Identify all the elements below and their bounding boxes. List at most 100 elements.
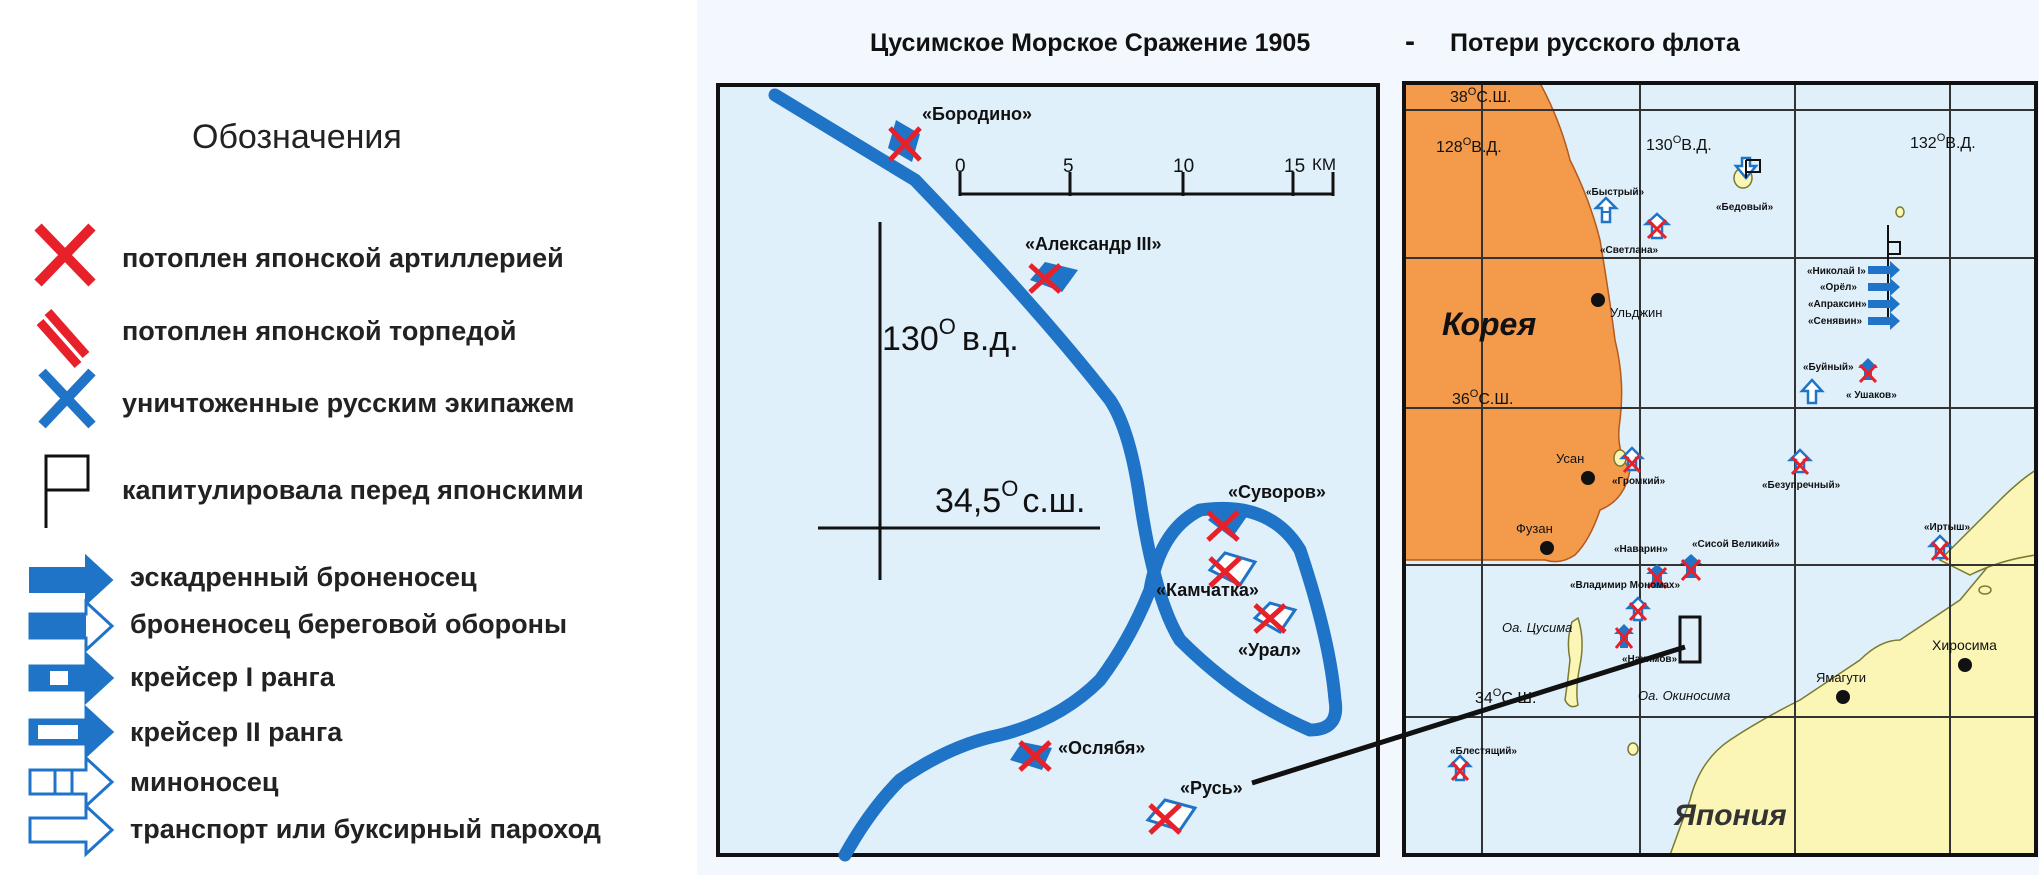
ship-label: «Светлана» — [1600, 245, 1659, 256]
detail-pointer-line — [1251, 644, 1686, 786]
legend-label: уничтоженные русским экипажем — [122, 388, 575, 418]
grid-label-lat38: 38OС.Ш. — [1450, 86, 1511, 106]
ship-monomakh: «Владимир Мономах» — [1570, 580, 1680, 622]
ship-kamchatka: «Камчатка» — [1156, 551, 1259, 600]
title-right: Потери русского флота — [1450, 29, 1741, 57]
ship-label: «Русь» — [1180, 778, 1243, 798]
ship-sisoy: «Сисой Великий» — [1680, 539, 1780, 582]
ship-label: «Громкий» — [1612, 476, 1666, 487]
cruiser-1-arrow-icon — [28, 650, 115, 706]
outline-arrow-icon — [28, 802, 115, 858]
ship-label: «Безупречный» — [1762, 480, 1841, 491]
ship-buyny: «Буйный» — [1799, 362, 1854, 405]
grid-label-lon130: 130OВ.Д. — [1646, 134, 1712, 154]
legend-title: Обозначения — [192, 118, 402, 156]
ship-label: «Апраксин» — [1808, 299, 1867, 310]
ship-label: «Владимир Мономах» — [1570, 580, 1680, 591]
red-cross-icon — [1614, 627, 1634, 649]
ship-column: «Николай I» «Орёл» «Апраксин» «Сенявин» — [1807, 225, 1901, 330]
region-japan: Япония — [1673, 799, 1787, 832]
ship-label: «Ослябя» — [1058, 738, 1145, 758]
city-label: Хиросима — [1932, 637, 1997, 653]
ship-label: «Сисой Великий» — [1692, 539, 1780, 550]
ship-label: «Наварин» — [1614, 544, 1668, 555]
ship-blestyashchy: «Блестящий» — [1446, 746, 1517, 782]
korea-landmass — [1404, 83, 1631, 563]
region-korea: Корея — [1442, 306, 1536, 342]
scale-bar: 0 5 10 15 КМ — [955, 155, 1336, 196]
ship-label: «Суворов» — [1228, 482, 1326, 502]
legend-label: транспорт или буксирный пароход — [130, 814, 601, 844]
legend-label: потоплен японской артиллерией — [122, 243, 564, 273]
flag-outline-icon — [1745, 159, 1761, 178]
flag-outline-icon — [44, 454, 90, 528]
island — [1627, 742, 1639, 756]
red-cross-icon — [1628, 601, 1648, 622]
legend-label: броненосец береговой обороны — [130, 609, 567, 639]
city-label: Ямагути — [1816, 670, 1866, 685]
red-cross-icon — [1930, 541, 1950, 561]
ship-label: «Орёл» — [1820, 282, 1857, 293]
red-cross-icon — [1028, 263, 1062, 294]
red-double-slash-icon — [36, 309, 90, 368]
island — [1895, 206, 1905, 218]
squadron-route — [768, 88, 1343, 862]
city-dot — [1836, 690, 1850, 704]
title-left: Цусимское Морское Сражение 1905 — [870, 29, 1310, 57]
red-cross-icon — [1450, 761, 1470, 781]
city-label: Фузан — [1516, 521, 1553, 536]
scale-tick: 15 — [1284, 156, 1305, 177]
red-cross-icon — [1646, 566, 1668, 590]
red-cross-icon — [1018, 740, 1052, 772]
red-cross-icon — [1622, 453, 1642, 474]
ship-ural: «Урал» — [1238, 601, 1301, 660]
legend-label: крейсер II ранга — [130, 717, 343, 747]
scale-tick: 0 — [955, 156, 966, 177]
red-cross-icon — [1206, 510, 1240, 542]
red-cross-icon — [1646, 218, 1668, 240]
ship-bezuprechny: «Безупречный» — [1762, 448, 1841, 491]
ship-label: «Иртыш» — [1924, 522, 1970, 533]
legend-icons — [28, 223, 115, 858]
ship-label: «Быстрый» — [1586, 187, 1645, 198]
scale-tick: 10 — [1173, 156, 1194, 177]
ship-irtysh: «Иртыш» — [1924, 522, 1970, 561]
overview-map-frame — [1402, 81, 2038, 857]
legend-label: капитулировала перед японскими — [122, 475, 584, 505]
scale-unit: КМ — [1312, 155, 1336, 174]
city-label: Ульджин — [1610, 305, 1662, 320]
ship-gromky: «Громкий» — [1612, 446, 1666, 487]
detail-map-frame — [716, 83, 1380, 857]
ship-oslyabya: «Ослябя» — [1010, 738, 1145, 772]
overview-map: 38OС.Ш. 128OВ.Д. 130OВ.Д. 132OВ.Д. 36OС.… — [1251, 81, 2038, 857]
blue-cross-icon — [38, 368, 96, 429]
grid-label-lon128: 128OВ.Д. — [1436, 136, 1502, 156]
grid-label-lat36: 36OС.Ш. — [1452, 388, 1513, 408]
ship-label: « Ушаков» — [1846, 390, 1897, 401]
red-cross-icon — [888, 126, 922, 162]
island — [1978, 585, 1992, 595]
legend-label: эскадренный броненосец — [130, 562, 477, 592]
ship-bystry: «Быстрый» — [1586, 187, 1645, 224]
ship-label: «Николай I» — [1807, 266, 1866, 277]
ship-label: «Александр III» — [1025, 234, 1162, 254]
city-dot — [1540, 541, 1554, 555]
scale-tick: 5 — [1063, 156, 1074, 177]
legend-label: крейсер I ранга — [130, 662, 335, 692]
red-cross-icon — [1858, 363, 1878, 384]
title-dash: - — [1405, 25, 1415, 58]
ship-label: «Камчатка» — [1156, 580, 1259, 600]
island-label: Оа. Окиносима — [1638, 688, 1730, 703]
ship-label: «Сенявин» — [1808, 316, 1863, 327]
ship-alexander: «Александр III» — [1025, 234, 1162, 294]
ship-suvorov: «Суворов» — [1206, 482, 1326, 542]
city-dot — [1958, 658, 1972, 672]
ship-label: «Блестящий» — [1450, 746, 1517, 757]
ship-label: «Нахимов» — [1622, 654, 1678, 665]
city-dot — [1591, 293, 1605, 307]
red-cross-icon — [34, 223, 96, 287]
